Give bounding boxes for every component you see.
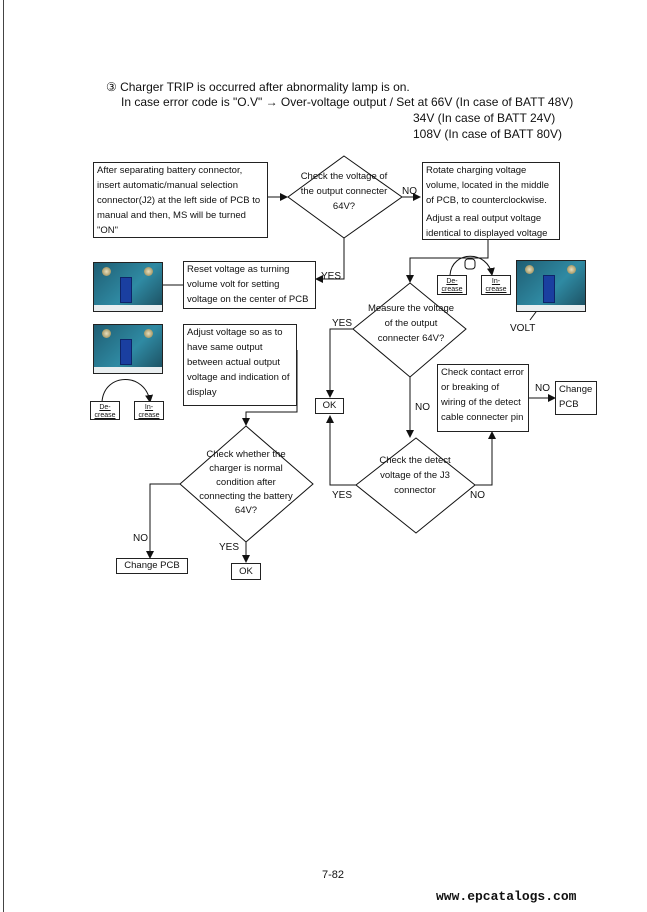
rotate-volume-box: Rotate charging voltage volume, located … (422, 162, 560, 240)
increase-label: In-crease (138, 404, 160, 419)
decrease-box-left: De-crease (90, 401, 120, 420)
ok-box-bottom: OK (231, 563, 261, 580)
decision-2-text: Measure the voltage of the output connec… (367, 303, 455, 344)
rotate-volume-text-1: Rotate charging voltage volume, located … (426, 165, 550, 206)
decision-4-yes-label: YES (219, 542, 240, 553)
change-pcb-right-box: Change PCB (555, 381, 597, 415)
decision-1-no-label: NO (402, 186, 417, 197)
decision-3-no-label: NO (470, 490, 485, 501)
decision-2-no-label: NO (415, 402, 430, 413)
pcb-photo-3 (516, 260, 586, 312)
volt-label: VOLT (510, 323, 536, 334)
pcb-photo-1 (93, 262, 163, 312)
pcb-photo-2 (93, 324, 163, 374)
decision-3-text: Check the detect voltage of the J3 conne… (379, 455, 451, 496)
ok-box-left: OK (315, 398, 344, 414)
decision-3-shape (355, 437, 476, 534)
decision-2-yes-label: YES (332, 318, 353, 329)
check-contact-box: Check contact error or breaking of wirin… (437, 364, 529, 432)
separate-connector-box: After separating battery connector, inse… (93, 162, 268, 238)
header-line-1: ③ Charger TRIP is occurred after abnorma… (106, 80, 410, 94)
decrease-label: De-crease (94, 404, 116, 419)
check-contact-no-label: NO (535, 383, 550, 394)
reset-voltage-box: Reset voltage as turning volume volt for… (183, 261, 316, 309)
increase-box-left: In-crease (134, 401, 164, 420)
decision-4-no-label: NO (133, 533, 148, 544)
header-line-4: 108V (In case of BATT 80V) (413, 127, 562, 141)
decrease-box-right: De-crease (437, 275, 467, 295)
page-border (3, 0, 4, 912)
decision-4-text: Check whether the charger is normal cond… (199, 449, 293, 516)
header-line-2: In case error code is "O.V" → Over-volta… (121, 95, 574, 109)
adjust-voltage-box: Adjust voltage so as to have same output… (183, 324, 297, 406)
decision-3-yes-label: YES (332, 490, 353, 501)
page-number: 7-82 (322, 869, 345, 881)
watermark: www.epcatalogs.com (436, 889, 577, 904)
decision-1-text: Check the voltage of the output connecte… (300, 171, 388, 212)
increase-label: In-crease (485, 278, 507, 293)
decision-1-yes-label: YES (321, 271, 342, 282)
rotate-volume-text-2: Adjust a real output voltage identical t… (426, 213, 548, 239)
change-pcb-left-box: Change PCB (116, 558, 188, 574)
decrease-label: De-crease (441, 278, 463, 293)
increase-box-right: In-crease (481, 275, 511, 295)
header-line-3: 34V (In case of BATT 24V) (413, 111, 556, 125)
